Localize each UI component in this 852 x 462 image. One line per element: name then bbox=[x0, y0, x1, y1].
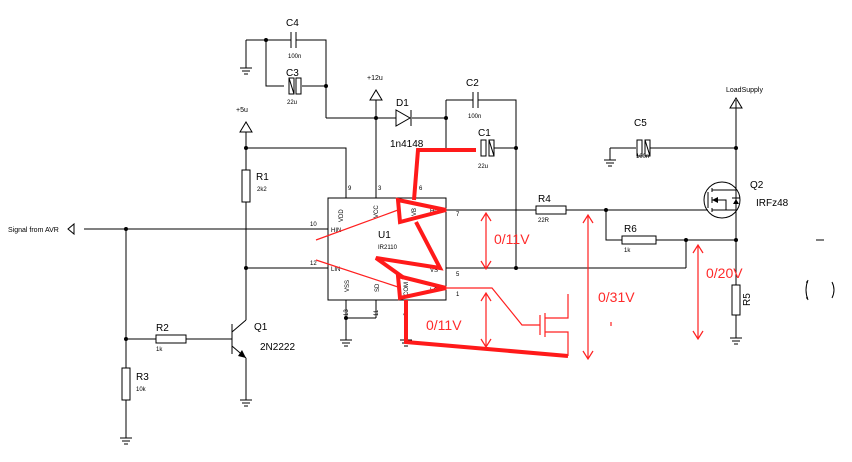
r6-ref: R6 bbox=[624, 224, 637, 235]
r6-value: 1k bbox=[624, 248, 631, 254]
svg-text:7: 7 bbox=[456, 212, 460, 218]
resistor-r1 bbox=[241, 169, 251, 203]
c2-ref: C2 bbox=[466, 78, 479, 89]
r1-ref: R1 bbox=[256, 172, 269, 183]
c5-value: 100n bbox=[636, 154, 649, 160]
q2-value: IRFz48 bbox=[756, 198, 789, 209]
rail-arrows bbox=[239, 89, 743, 140]
svg-text:5: 5 bbox=[456, 272, 460, 278]
svg-text:LIN: LIN bbox=[331, 267, 340, 273]
edge-fragments bbox=[805, 279, 835, 301]
svg-text:13: 13 bbox=[344, 309, 350, 316]
r4-ref: R4 bbox=[538, 194, 551, 205]
wiring bbox=[67, 38, 824, 438]
voltage-ho-gnd: 0/31V bbox=[598, 289, 635, 305]
resistor-r4 bbox=[535, 205, 567, 215]
ground-symbols bbox=[120, 67, 742, 445]
svg-text:VCC: VCC bbox=[374, 205, 380, 218]
capacitor-c3 bbox=[288, 77, 302, 95]
svg-text:VSS: VSS bbox=[345, 280, 351, 292]
r5-ref: R5 bbox=[742, 293, 753, 306]
resistor-r3 bbox=[121, 367, 131, 401]
svg-text:SD: SD bbox=[375, 283, 381, 292]
svg-text:11: 11 bbox=[374, 309, 380, 316]
q1-ref: Q1 bbox=[254, 322, 268, 333]
transistor-q1 bbox=[226, 319, 247, 359]
u1-value: IR2110 bbox=[378, 245, 398, 251]
resistor-r6 bbox=[621, 235, 657, 245]
red-overlay: 0/11V 0/11V 0/31V 0/20V bbox=[315, 148, 743, 361]
diode-d1 bbox=[395, 109, 412, 127]
c3-value: 22u bbox=[287, 100, 297, 106]
rail-12v-label: +12u bbox=[367, 75, 383, 82]
r4-value: 22R bbox=[538, 218, 550, 224]
u1-ref: U1 bbox=[378, 230, 391, 241]
svg-text:6: 6 bbox=[419, 186, 423, 192]
capacitor-c2 bbox=[466, 92, 486, 108]
svg-text:9: 9 bbox=[348, 186, 352, 192]
d1-ref: D1 bbox=[396, 98, 409, 109]
c5-ref: C5 bbox=[634, 118, 647, 129]
c3-ref: C3 bbox=[286, 68, 299, 79]
q2-ref: Q2 bbox=[750, 180, 764, 191]
r2-value: 1k bbox=[156, 347, 163, 353]
svg-text:1: 1 bbox=[456, 292, 460, 298]
rail-5v-label: +5u bbox=[236, 107, 248, 114]
voltage-ho-vs: 0/11V bbox=[494, 231, 530, 247]
c2-value: 100n bbox=[468, 114, 481, 120]
labels: Signal from AVR +5u +12u LoadSupply C4 1… bbox=[8, 18, 789, 393]
c4-value: 100n bbox=[288, 54, 301, 60]
svg-text:VS: VS bbox=[430, 268, 438, 274]
r3-value: 10k bbox=[136, 387, 147, 393]
r1-value: 2k2 bbox=[257, 187, 267, 193]
c4-ref: C4 bbox=[286, 18, 299, 29]
load-supply-label: LoadSupply bbox=[726, 87, 763, 94]
svg-text:3: 3 bbox=[378, 186, 382, 192]
svg-text:12: 12 bbox=[310, 261, 317, 267]
c1-ref: C1 bbox=[478, 128, 491, 139]
svg-text:VB: VB bbox=[412, 208, 418, 216]
signal-input-label: Signal from AVR bbox=[8, 227, 59, 234]
svg-text:VDD: VDD bbox=[339, 209, 345, 222]
svg-text:HIN: HIN bbox=[331, 228, 341, 234]
d1-value: 1n4148 bbox=[390, 139, 424, 150]
capacitor-c5 bbox=[636, 139, 656, 157]
q1-value: 2N2222 bbox=[260, 342, 295, 353]
svg-text:10: 10 bbox=[310, 222, 317, 228]
r2-ref: R2 bbox=[156, 323, 169, 334]
capacitor-c4 bbox=[284, 32, 302, 48]
svg-text:COM: COM bbox=[404, 282, 410, 296]
r3-ref: R3 bbox=[136, 372, 149, 383]
transistor-q2 bbox=[700, 181, 741, 219]
voltage-lo: 0/11V bbox=[426, 317, 462, 333]
resistor-r5 bbox=[731, 284, 741, 316]
capacitor-c1 bbox=[480, 139, 500, 157]
resistor-r2 bbox=[155, 334, 187, 344]
voltage-drain: 0/20V bbox=[706, 265, 743, 281]
c1-value: 22u bbox=[478, 164, 488, 170]
